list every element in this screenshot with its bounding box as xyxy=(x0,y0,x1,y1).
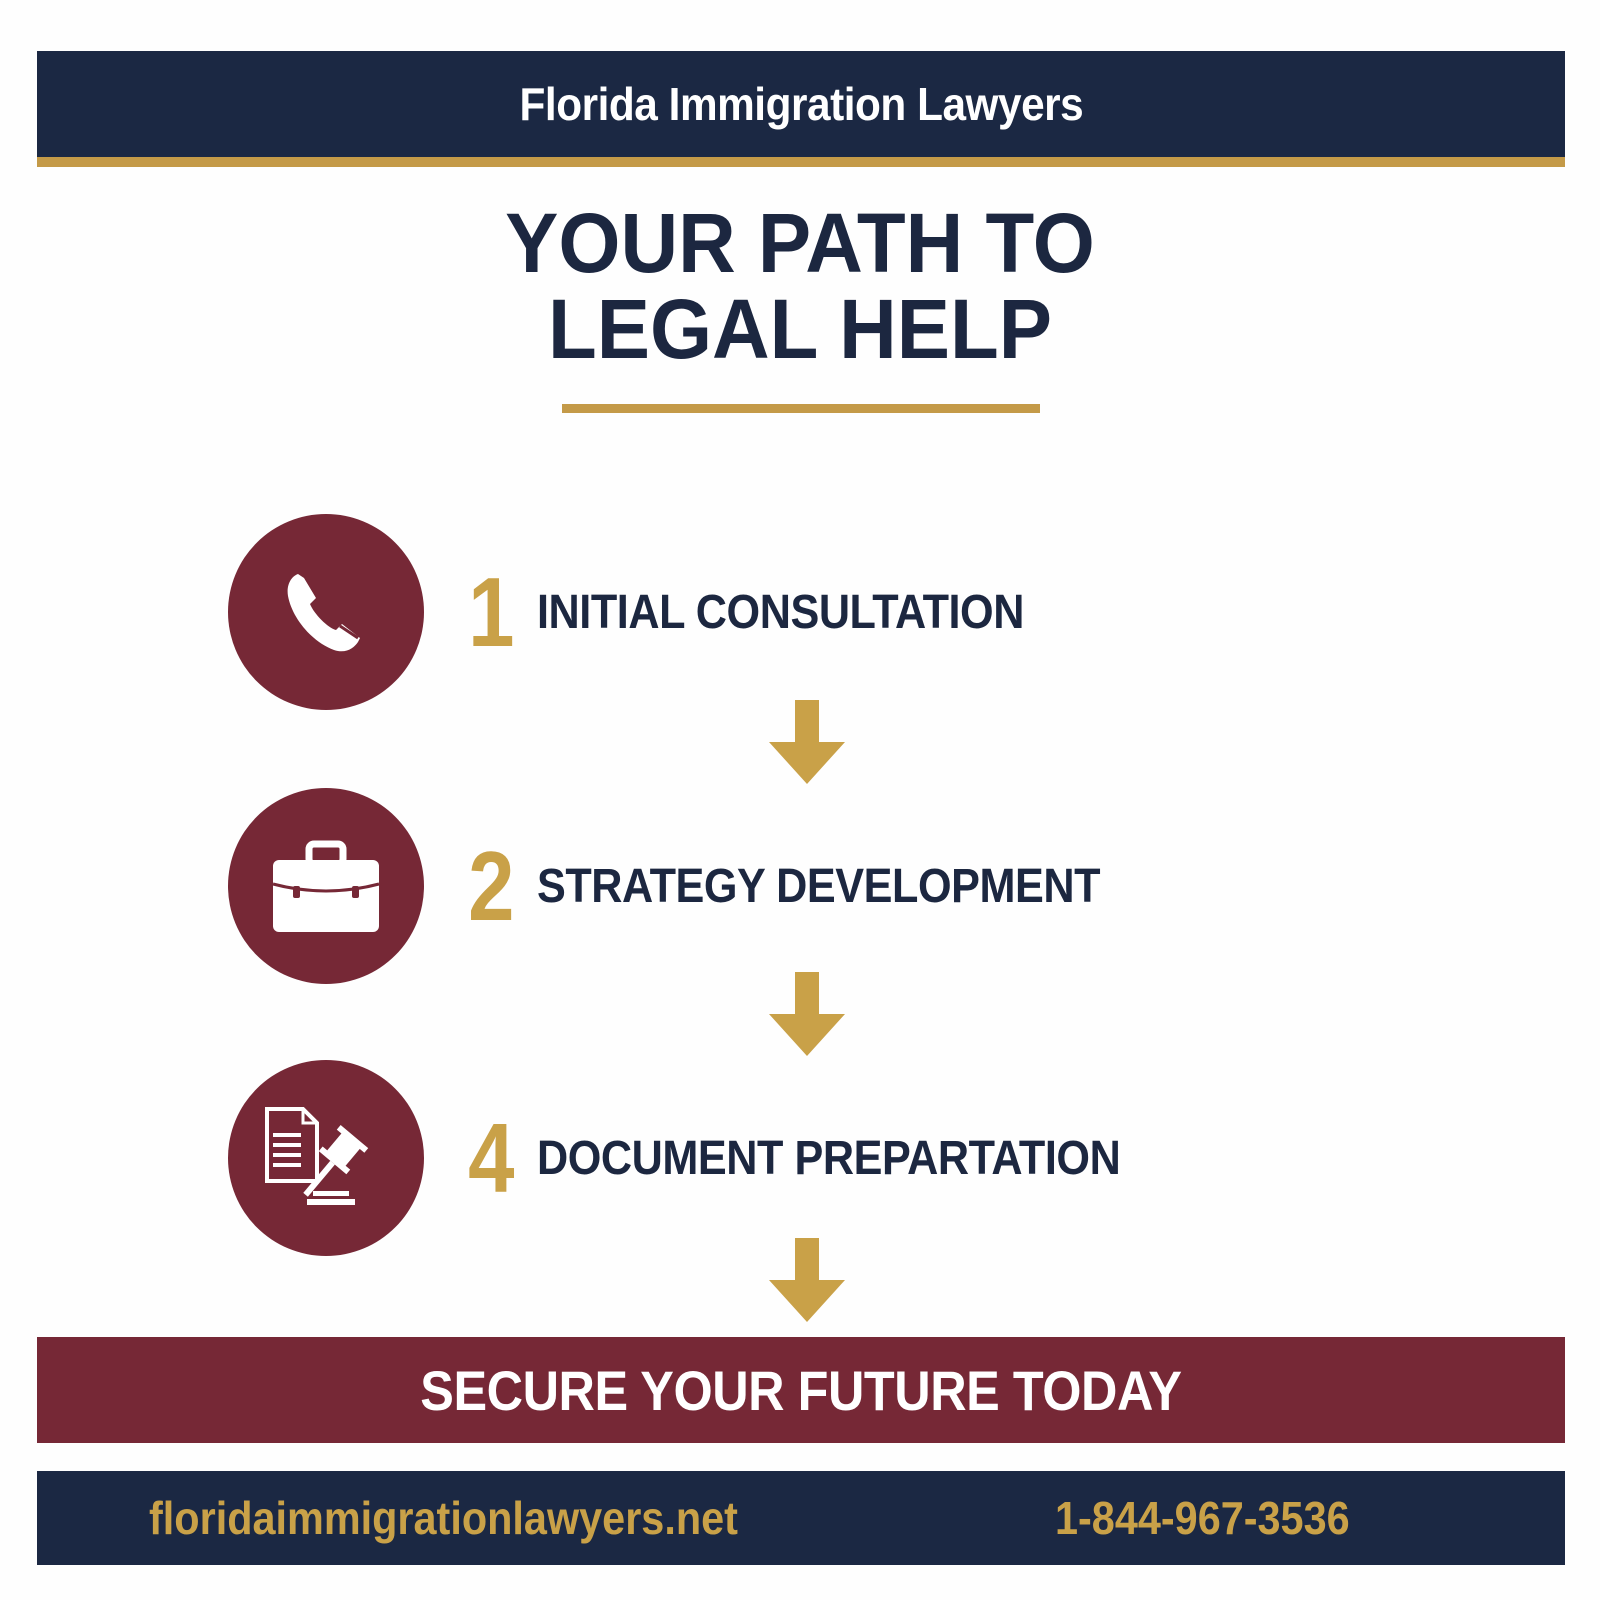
step-icon-circle xyxy=(228,788,424,984)
step-document-preparation: 4 DOCUMENT PREPARTATION xyxy=(228,1060,1185,1256)
arrow-down-icon xyxy=(769,700,845,784)
phone-icon xyxy=(287,574,360,652)
step-label: STRATEGY DEVELOPMENT xyxy=(536,859,1101,913)
step-number: 1 xyxy=(468,557,515,667)
step-initial-consultation: 1 INITIAL CONSULTATION xyxy=(228,514,1078,710)
step-strategy-development: 2 STRATEGY DEVELOPMENT xyxy=(228,788,1162,984)
website-link[interactable]: floridaimmigrationlawyers.net xyxy=(149,1492,738,1544)
arrow-down-icon xyxy=(769,1238,845,1322)
header-gold-rule xyxy=(37,157,1565,167)
header-banner: Florida Immigration Lawyers xyxy=(37,51,1565,157)
briefcase-icon xyxy=(272,840,380,932)
step-icon-circle xyxy=(228,514,424,710)
step-number: 4 xyxy=(468,1103,515,1213)
page-title: YOUR PATH TO LEGAL HELP xyxy=(0,200,1600,372)
phone-number[interactable]: 1-844-967-3536 xyxy=(1055,1492,1350,1544)
cta-text: SECURE YOUR FUTURE TODAY xyxy=(420,1358,1182,1422)
document-gavel-icon xyxy=(265,1107,369,1205)
title-underline xyxy=(562,404,1040,413)
cta-banner: SECURE YOUR FUTURE TODAY xyxy=(37,1337,1565,1443)
header-title: Florida Immigration Lawyers xyxy=(519,78,1083,130)
arrow-down-icon xyxy=(769,972,845,1056)
footer-banner: floridaimmigrationlawyers.net 1-844-967-… xyxy=(37,1471,1565,1565)
step-label: INITIAL CONSULTATION xyxy=(536,585,1024,639)
step-number: 2 xyxy=(468,831,515,941)
page-title-line-2: LEGAL HELP xyxy=(548,282,1052,376)
step-icon-circle xyxy=(228,1060,424,1256)
page-title-line-1: YOUR PATH TO xyxy=(505,196,1095,290)
step-label: DOCUMENT PREPARTATION xyxy=(536,1131,1121,1185)
